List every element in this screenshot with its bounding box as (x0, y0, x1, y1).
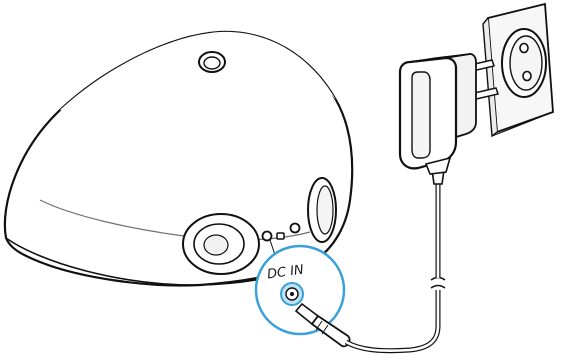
top-button-icon (198, 51, 226, 73)
bass-port-icon (182, 213, 260, 275)
rear-connectors (261, 222, 301, 242)
dc-in-port (280, 282, 304, 306)
wall-socket (482, 2, 554, 138)
power-adapter (398, 53, 499, 175)
dc-in-callout: DC IN (254, 239, 351, 348)
power-cable (344, 169, 446, 354)
side-opening-icon (307, 177, 337, 243)
dc-in-label: DC IN (266, 262, 305, 282)
